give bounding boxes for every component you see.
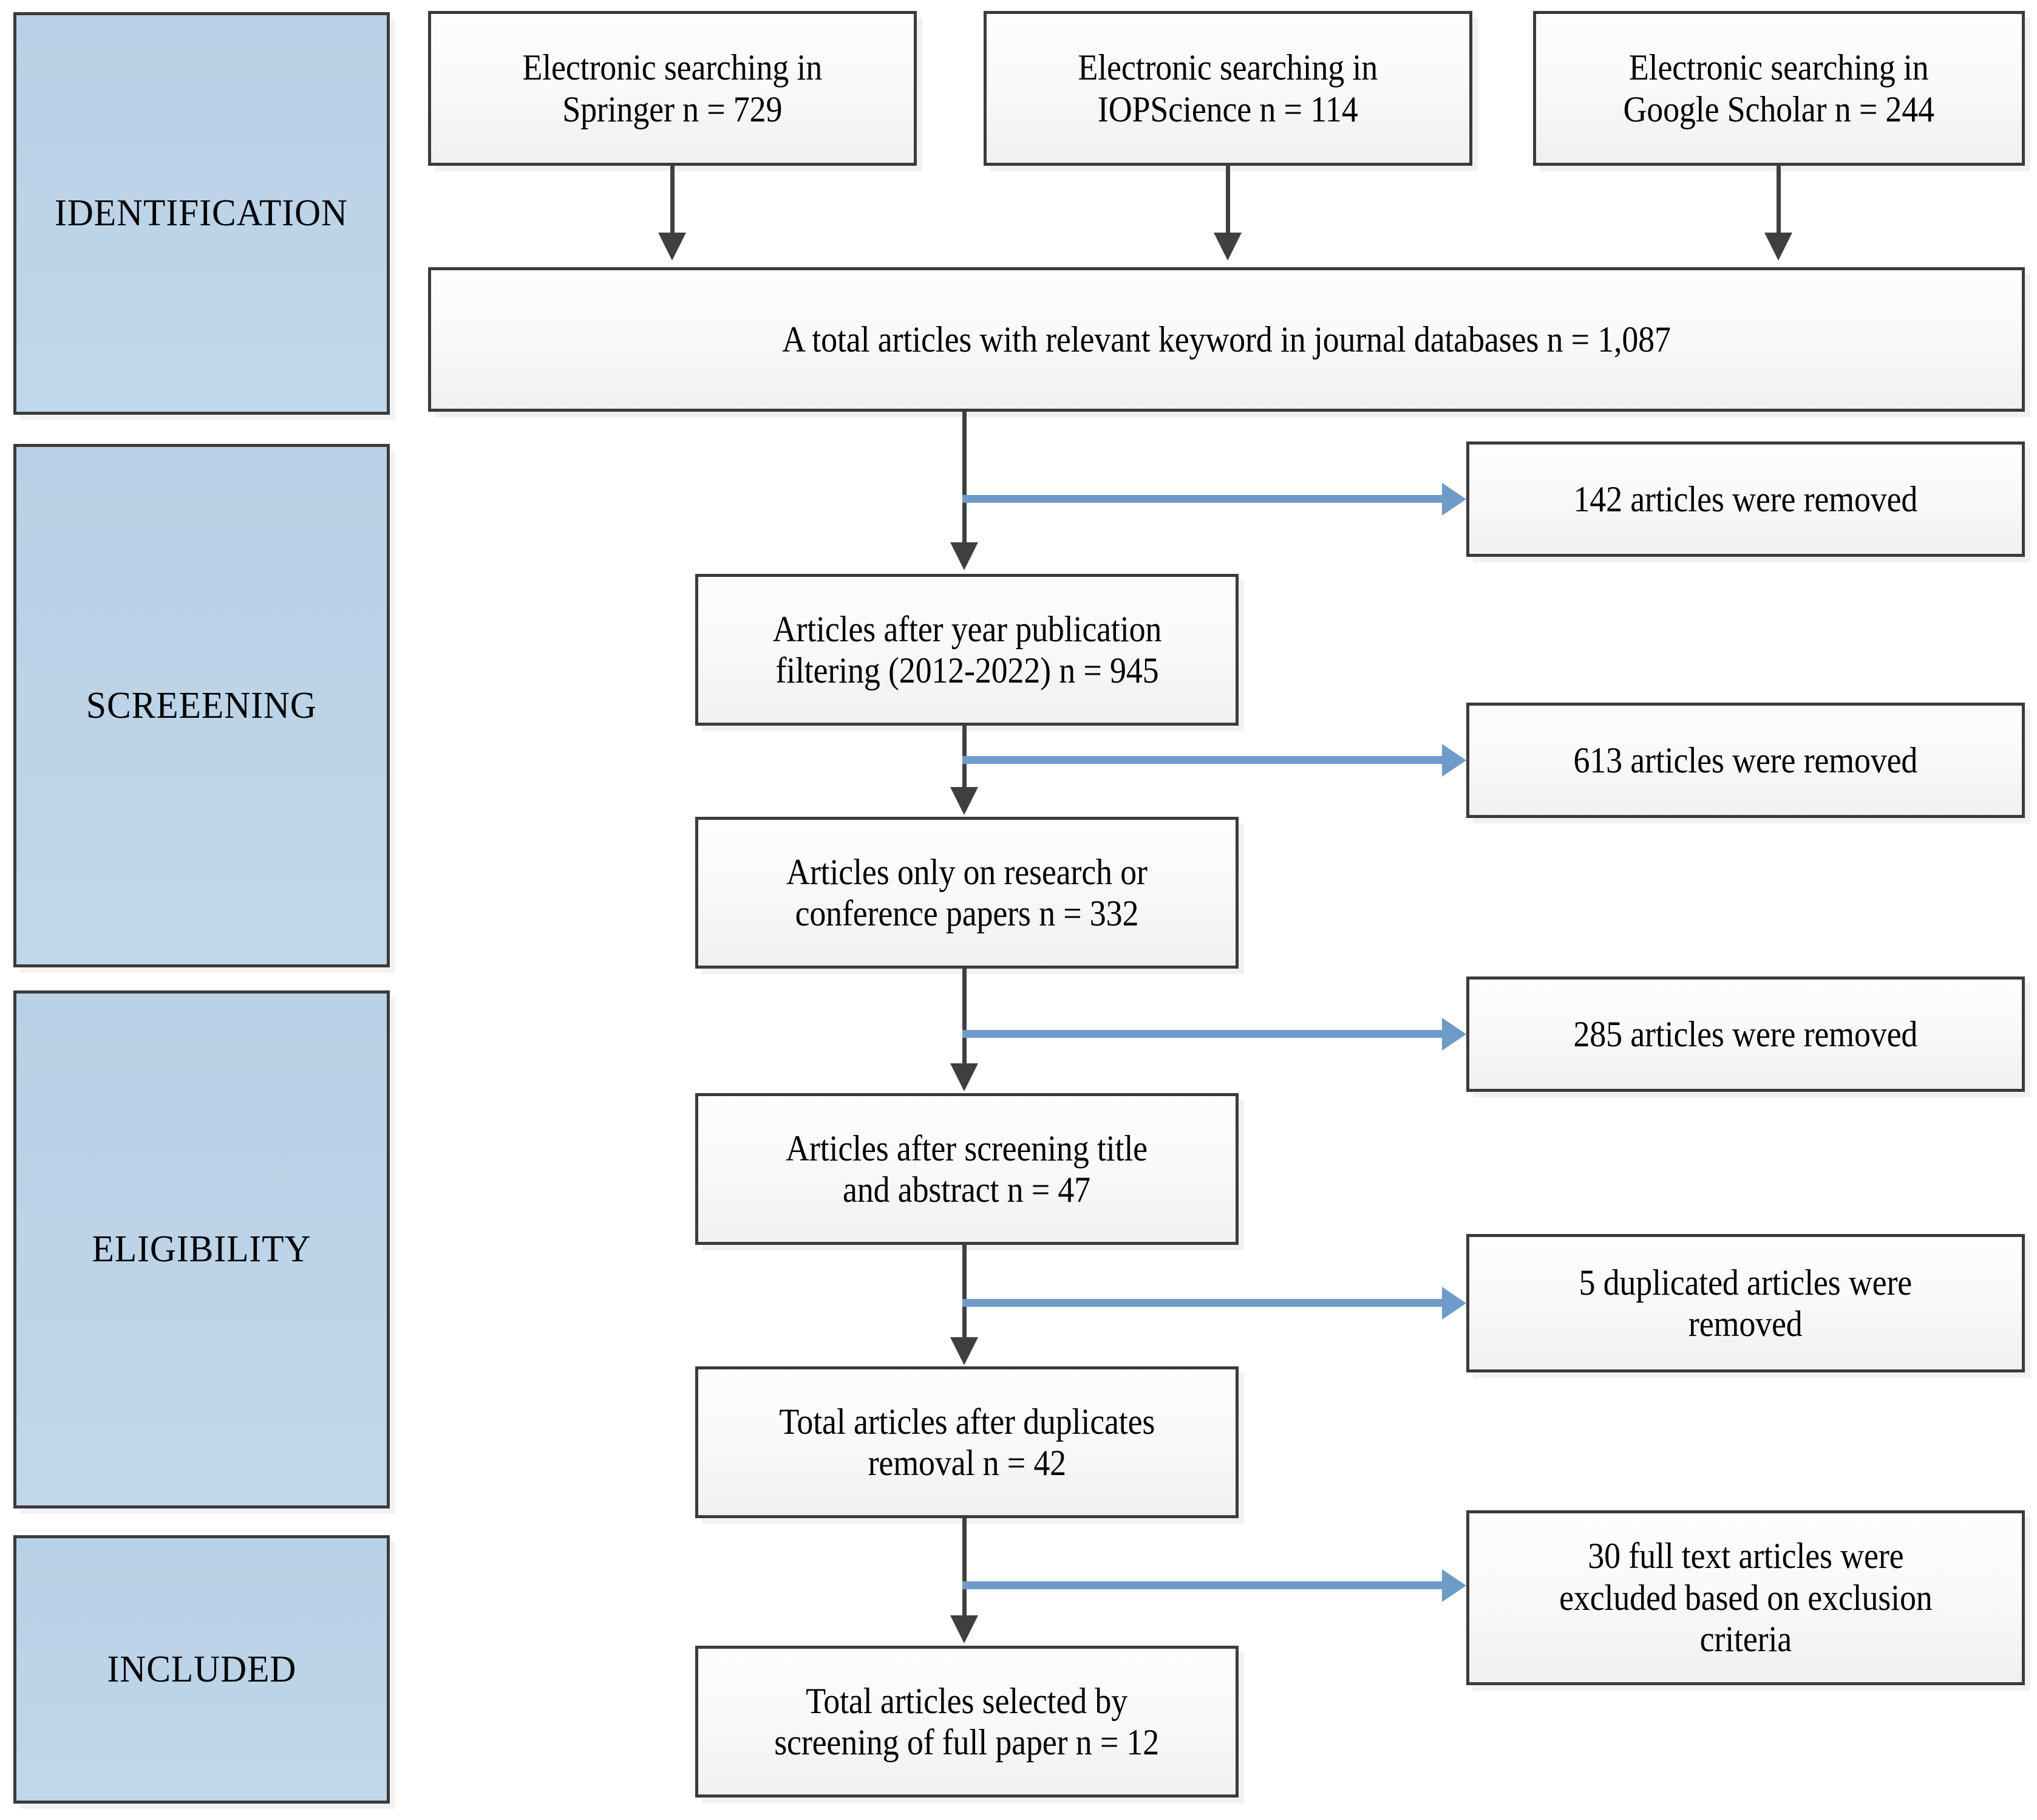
stage-box-included: INCLUDED: [13, 1535, 390, 1804]
arrowhead-total-to-year-filter: [950, 542, 978, 570]
connector-duplicates-to-final: [962, 1518, 967, 1619]
exclusion-box-removed-285-text: 285 articles were removed: [1573, 1014, 1918, 1054]
flow-box-final-selected: Total articles selected by screening of …: [695, 1646, 1239, 1798]
flow-box-research-conference-text: Articles only on research or conference …: [786, 851, 1148, 933]
flow-box-title-abstract: Articles after screening title and abstr…: [695, 1093, 1239, 1245]
arrowhead-google-scholar-to-total: [1764, 233, 1792, 261]
stage-box-screeening: SCREEENING: [13, 444, 390, 967]
exclusion-box-removed-142-text: 142 articles were removed: [1573, 479, 1918, 519]
stage-box-identification: IDENTIFICATION: [13, 12, 390, 415]
source-box-iopscience-text: Electronic searching in IOPScience n = 1…: [1078, 47, 1378, 129]
exclusion-box-removed-285: 285 articles were removed: [1466, 976, 2025, 1092]
branch-line-removed-142: [962, 495, 1442, 503]
stage-label-included: INCLUDED: [107, 1648, 296, 1690]
connector-google-scholar-to-total: [1777, 166, 1781, 240]
total-articles-box: A total articles with relevant keyword i…: [428, 267, 2025, 412]
arrowhead-year-filter-to-research: [950, 787, 978, 815]
arrowhead-research-to-title-abstract: [950, 1063, 978, 1091]
arrowhead-iopscience-to-total: [1214, 233, 1242, 261]
exclusion-box-removed-142: 142 articles were removed: [1466, 441, 2025, 557]
branch-arrowhead-removed-5-duplicates: [1442, 1287, 1466, 1320]
arrowhead-duplicates-to-final: [950, 1615, 978, 1643]
exclusion-box-removed-613: 613 articles were removed: [1466, 703, 2025, 818]
flow-box-duplicates-removed-text: Total articles after duplicates removal …: [779, 1401, 1155, 1483]
exclusion-box-removed-613-text: 613 articles were removed: [1573, 740, 1918, 780]
branch-arrowhead-removed-142: [1442, 483, 1466, 516]
flow-box-research-conference: Articles only on research or conference …: [695, 817, 1239, 969]
stage-label-eligibility: ELIGIBILITY: [92, 1229, 311, 1270]
flow-box-final-selected-text: Total articles selected by screening of …: [774, 1680, 1160, 1762]
flow-box-title-abstract-text: Articles after screening title and abstr…: [786, 1128, 1148, 1210]
exclusion-box-excluded-30-fulltext: 30 full text articles were excluded base…: [1466, 1510, 2025, 1685]
stage-box-eligibility: ELIGIBILITY: [13, 990, 390, 1508]
flow-box-year-filter: Articles after year publication filterin…: [695, 574, 1239, 726]
connector-iopscience-to-total: [1226, 166, 1230, 240]
connector-research-to-title-abstract: [962, 969, 967, 1067]
stage-label-screeening: SCREEENING: [86, 684, 317, 726]
source-box-google-scholar-text: Electronic searching in Google Scholar n…: [1623, 47, 1935, 129]
source-box-iopscience: Electronic searching in IOPScience n = 1…: [984, 11, 1472, 166]
exclusion-box-excluded-30-fulltext-text: 30 full text articles were excluded base…: [1559, 1536, 1933, 1660]
branch-arrowhead-removed-285: [1442, 1018, 1466, 1051]
exclusion-box-removed-5-duplicates: 5 duplicated articles were removed: [1466, 1234, 2025, 1372]
arrowhead-springer-to-total: [658, 233, 686, 261]
branch-line-excluded-30-fulltext: [962, 1581, 1442, 1589]
branch-arrowhead-excluded-30-fulltext: [1442, 1569, 1466, 1602]
flow-box-year-filter-text: Articles after year publication filterin…: [772, 608, 1161, 690]
source-box-springer-text: Electronic searching in Springer n = 729: [522, 47, 823, 129]
branch-line-removed-285: [962, 1030, 1442, 1038]
branch-arrowhead-removed-613: [1442, 744, 1466, 777]
branch-line-removed-613: [962, 756, 1442, 764]
connector-springer-to-total: [670, 166, 675, 240]
connector-total-to-year-filter: [962, 412, 967, 547]
source-box-springer: Electronic searching in Springer n = 729: [428, 11, 917, 166]
arrowhead-title-abstract-to-duplicates: [950, 1337, 978, 1365]
connector-title-abstract-to-duplicates: [962, 1245, 967, 1341]
total-articles-text: A total articles with relevant keyword i…: [782, 319, 1671, 360]
stage-label-identification: IDENTIFICATION: [55, 193, 349, 234]
exclusion-box-removed-5-duplicates-text: 5 duplicated articles were removed: [1579, 1262, 1913, 1344]
flow-box-duplicates-removed: Total articles after duplicates removal …: [695, 1366, 1239, 1518]
branch-line-removed-5-duplicates: [962, 1299, 1442, 1307]
source-box-google-scholar: Electronic searching in Google Scholar n…: [1533, 11, 2025, 166]
